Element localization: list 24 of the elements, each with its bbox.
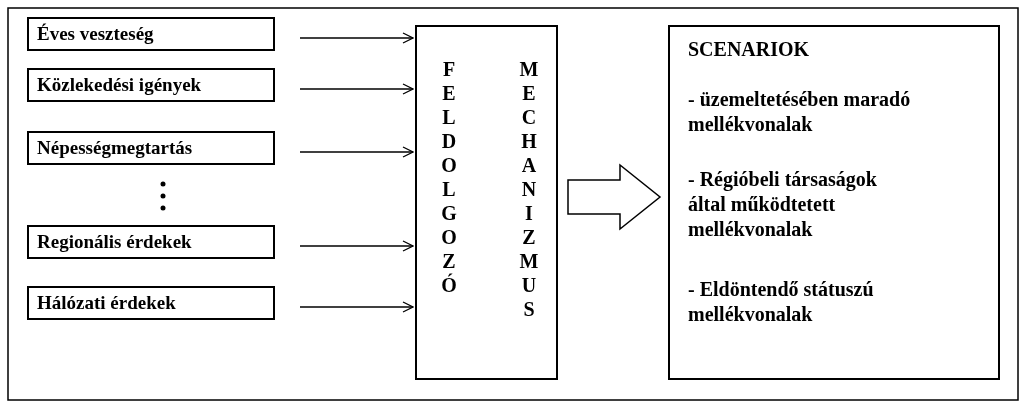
arrow — [299, 301, 414, 313]
input-box — [27, 17, 275, 51]
vertical-label: FELDOLGOZÓ — [440, 57, 458, 297]
input-box — [27, 286, 275, 320]
input-box — [27, 131, 275, 165]
scenario-text: - üzemeltetésében maradó mellékvonalak — [688, 87, 912, 137]
input-label: Éves veszteség — [37, 23, 154, 45]
input-label: Közlekedési igények — [37, 74, 202, 96]
block-arrow — [567, 163, 662, 231]
input-label: Regionális érdekek — [37, 231, 192, 253]
arrow — [299, 146, 414, 158]
process-box — [415, 25, 558, 380]
result-box — [668, 25, 1000, 380]
arrow — [299, 240, 414, 252]
input-box — [27, 68, 275, 102]
input-label: Népességmegtartás — [37, 137, 193, 159]
input-box — [27, 225, 275, 259]
arrow — [299, 32, 414, 44]
arrow — [299, 83, 414, 95]
scenario-text: - Régióbeli társaságok által működtetett mellékvonalak — [688, 167, 878, 242]
heading: SCENARIOK — [688, 37, 811, 62]
scenario-text: - Eldöntendő státuszú mellékvonalak — [688, 277, 875, 327]
input-label: Hálózati érdekek — [37, 292, 176, 314]
vertical-label: MECHANIZMUS — [519, 57, 539, 321]
